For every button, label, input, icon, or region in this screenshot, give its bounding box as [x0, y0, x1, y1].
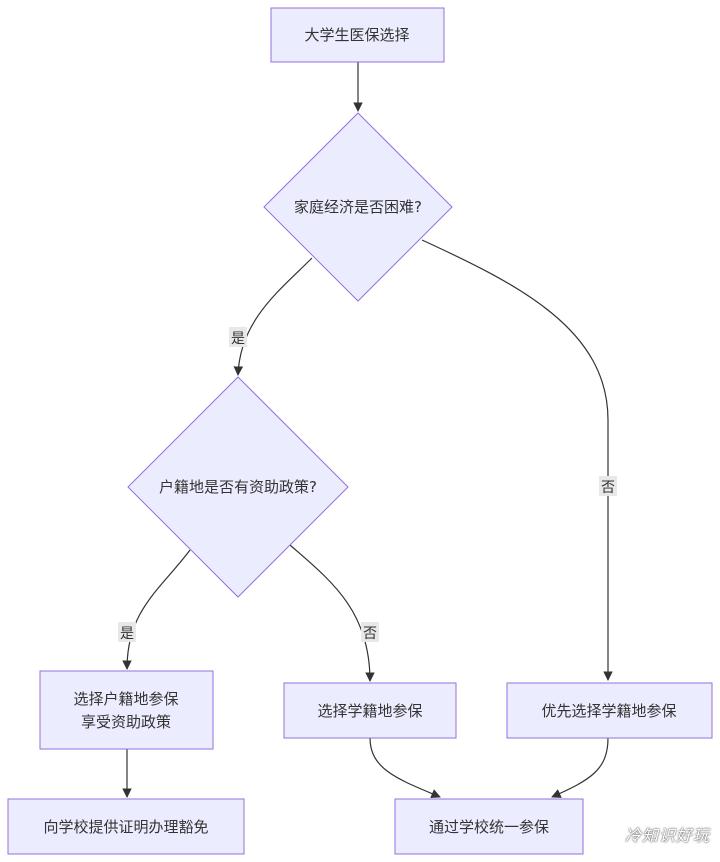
option-hukou-line1: 选择户籍地参保 [73, 690, 178, 708]
start-node: 大学生医保选择 [270, 7, 445, 63]
edge-label-text: 是 [120, 626, 134, 642]
edge-hukou-no [289, 544, 375, 682]
edge-label-hukou-no: 否 [361, 622, 379, 642]
edge-label-text: 是 [231, 331, 245, 347]
option-school-label: 选择学籍地参保 [317, 702, 422, 720]
edge-label-hukou-yes: 是 [118, 622, 136, 642]
edge-label-family-no: 否 [599, 476, 617, 496]
decision-family-hardship: 家庭经济是否困难? [263, 112, 453, 302]
edge-label-family-yes: 是 [229, 327, 247, 347]
end-school-node: 通过学校统一参保 [394, 798, 584, 855]
option-school-priority-node: 优先选择学籍地参保 [506, 682, 713, 739]
edge-hukou-yes [122, 549, 191, 670]
start-node-label: 大学生医保选择 [304, 26, 409, 44]
edge-family-yes [233, 257, 313, 376]
end-hukou-node: 向学校提供证明办理豁免 [7, 798, 245, 855]
edge-school-a-to-end [369, 737, 441, 799]
end-school-label: 通过学校统一参保 [429, 818, 549, 836]
decision-family-label: 家庭经济是否困难? [294, 198, 422, 216]
option-school-priority-label: 优先选择学籍地参保 [541, 702, 676, 720]
decision-hukou-policy: 户籍地是否有资助政策? [127, 376, 349, 598]
edge-label-text: 否 [363, 626, 377, 642]
decision-hukou-label: 户籍地是否有资助政策? [159, 478, 317, 496]
option-school-node: 选择学籍地参保 [283, 682, 457, 739]
option-hukou-line2: 享受资助政策 [81, 713, 171, 731]
option-hukou-node: 选择户籍地参保 享受资助政策 [39, 670, 214, 750]
edge-label-text: 否 [601, 480, 615, 496]
edge-family-no [421, 239, 613, 681]
edge-school-b-to-end [551, 737, 609, 798]
watermark: 冷知识好玩 [624, 826, 710, 845]
end-hukou-label: 向学校提供证明办理豁免 [43, 818, 208, 836]
